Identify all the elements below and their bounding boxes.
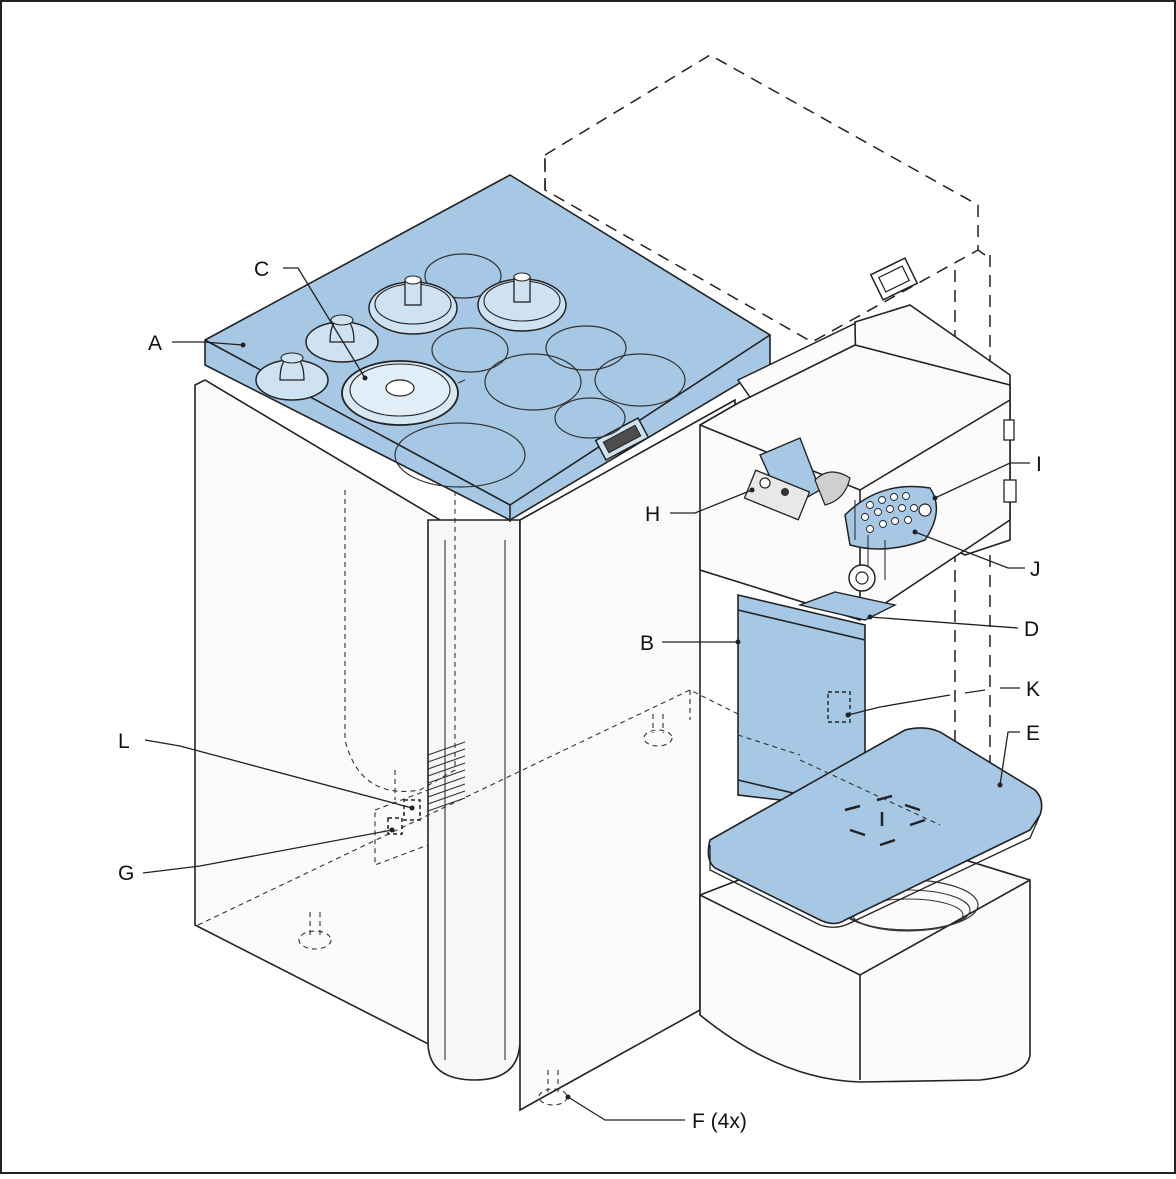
sample-plate: [707, 727, 1043, 928]
callout-k: K: [1026, 678, 1040, 701]
cone-vial: [255, 352, 329, 401]
reagent-bottle: [477, 272, 567, 332]
callout-h: H: [645, 503, 660, 526]
callout-e: E: [1026, 722, 1040, 745]
main-cabinet: [194, 379, 741, 1112]
callout-j: J: [1030, 558, 1041, 581]
foot: [298, 912, 332, 950]
callout-i: I: [1036, 453, 1042, 476]
support-column: [737, 593, 866, 811]
callout-b: B: [640, 632, 654, 655]
head-underside: [797, 591, 898, 621]
switch-icon: [1003, 419, 1015, 441]
callout-f: F (4x): [692, 1110, 747, 1133]
callout-g: G: [118, 862, 134, 885]
reagent-bottle: [368, 275, 458, 335]
callout-d: D: [1024, 618, 1039, 641]
vent-grille: [427, 741, 466, 812]
callout-a: A: [148, 332, 162, 355]
cone-vial: [305, 314, 379, 363]
callout-c: C: [254, 258, 269, 281]
sample-vessel-c: [341, 360, 466, 426]
foot: [643, 714, 673, 747]
callout-l: L: [118, 730, 130, 753]
switch-icon: [1003, 479, 1017, 503]
port-g: [387, 817, 403, 835]
port-l: [403, 799, 421, 821]
electrode-holder-h: [743, 437, 851, 521]
leader-lines: [142, 267, 1030, 1121]
